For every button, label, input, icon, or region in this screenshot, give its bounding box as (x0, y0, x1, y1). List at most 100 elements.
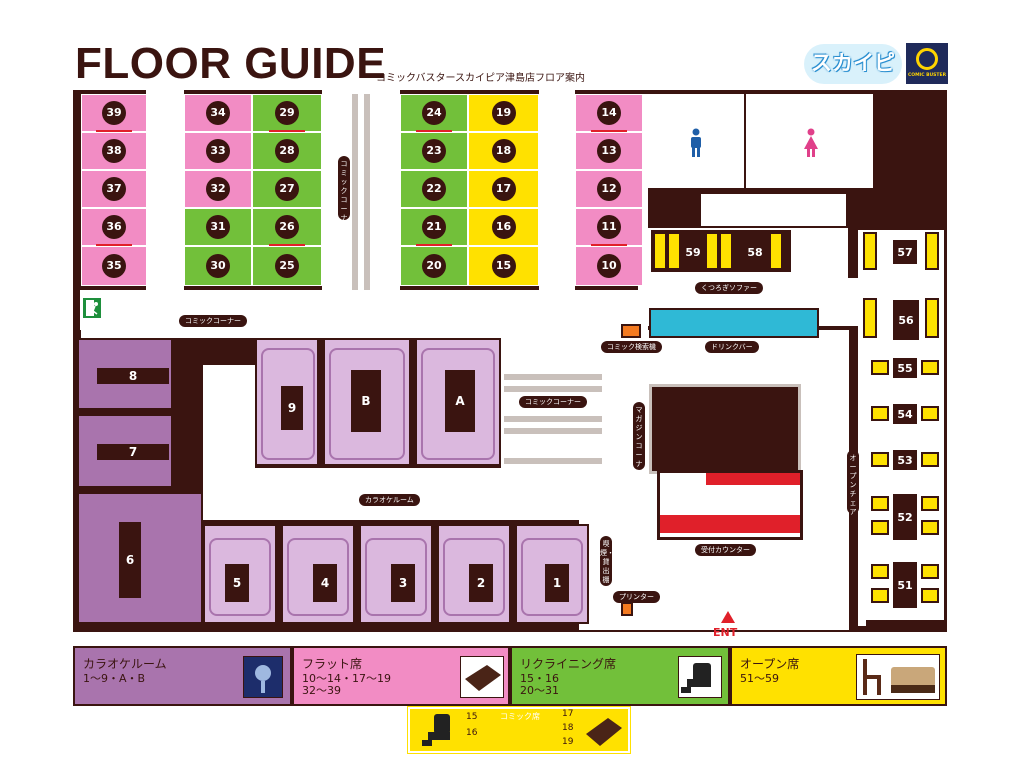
booth-24[interactable]: 24 (400, 94, 468, 133)
open-seat-58[interactable]: 58 (743, 240, 767, 264)
entrance-label: ENT (713, 626, 738, 639)
passage (701, 194, 846, 226)
comic-corner-label-v: コミックコーナー (338, 156, 350, 231)
mens-restroom (648, 94, 744, 188)
booth-28[interactable]: 28 (252, 132, 322, 170)
open-seat-56[interactable]: 56 (893, 300, 919, 340)
page-title: FLOOR GUIDE (75, 39, 387, 88)
booth-26[interactable]: 26 (252, 208, 322, 247)
open-seat-57[interactable]: 57 (893, 240, 917, 264)
karaoke-room-6[interactable]: 6 (77, 492, 203, 624)
entrance-arrow-icon (721, 611, 735, 623)
open-chair-label: オープンチェア (847, 450, 859, 516)
aisle (539, 90, 575, 290)
booth-16[interactable]: 16 (468, 208, 539, 246)
booth-13[interactable]: 13 (575, 132, 643, 170)
comic-buster-logo: COMIC BUSTER (906, 43, 948, 84)
man-icon (691, 128, 701, 157)
karaoke-room-3[interactable]: 3 (359, 524, 433, 624)
booth-10[interactable]: 10 (575, 246, 643, 286)
karaoke-room-4[interactable]: 4 (281, 524, 355, 624)
karaoke-room-a[interactable]: A (415, 338, 501, 466)
aisle (638, 94, 648, 630)
chair-sofa-icon (856, 654, 940, 700)
booth-27[interactable]: 27 (252, 170, 322, 208)
karaoke-room-2[interactable]: 2 (437, 524, 511, 624)
comic-shelf (504, 428, 602, 434)
booth-22[interactable]: 22 (400, 170, 468, 208)
flat-mat-icon (460, 656, 504, 698)
aisle (146, 90, 184, 290)
booth-15[interactable]: 15 (468, 246, 539, 286)
microphone-icon (243, 656, 283, 698)
open-seat-54[interactable]: 54 (893, 404, 917, 424)
recliner-icon (422, 714, 450, 746)
open-seat-52[interactable]: 52 (893, 494, 917, 540)
dragon-icon (916, 48, 938, 70)
booth-11[interactable]: 11 (575, 208, 643, 247)
booth-23[interactable]: 23 (400, 132, 468, 170)
comic-shelf (504, 458, 602, 464)
karaoke-room-9[interactable]: 9 (255, 338, 319, 466)
booth-14[interactable]: 14 (575, 94, 643, 133)
booth-38[interactable]: 38 (81, 132, 147, 170)
emergency-exit-icon (81, 296, 103, 320)
karaoke-room-8[interactable]: 8 (77, 338, 173, 410)
comic-corner-label: コミックコーナー (179, 315, 247, 327)
skypia-logo: スカイピア (804, 44, 902, 113)
comic-shelf (504, 416, 602, 422)
karaoke-room-7[interactable]: 7 (77, 414, 173, 488)
open-seat-59[interactable]: 59 (682, 240, 704, 264)
aisle (322, 90, 400, 290)
printer (621, 602, 633, 616)
booth-12[interactable]: 12 (575, 170, 643, 208)
sofa-label: くつろぎソファー (695, 282, 763, 294)
booth-33[interactable]: 33 (184, 132, 252, 170)
womens-restroom (746, 94, 873, 188)
booth-21[interactable]: 21 (400, 208, 468, 247)
comic-shelf (504, 374, 602, 380)
open-seat-51[interactable]: 51 (893, 562, 917, 608)
booth-29[interactable]: 29 (252, 94, 322, 133)
search-label: コミック検索機 (601, 341, 662, 353)
karaoke-room-5[interactable]: 5 (203, 524, 277, 624)
brand-text: COMIC BUSTER (907, 73, 947, 78)
booth-30[interactable]: 30 (184, 246, 252, 286)
booth-20[interactable]: 20 (400, 246, 468, 286)
booth-32[interactable]: 32 (184, 170, 252, 208)
comic-corner-label-mid: コミックコーナー (519, 396, 587, 408)
reception-counter (657, 470, 803, 540)
karaoke-room-label: カラオケルーム (359, 494, 420, 506)
karaoke-room-b[interactable]: B (323, 338, 411, 466)
drink-bar-label: ドリンクバー (705, 341, 759, 353)
booth-19[interactable]: 19 (468, 94, 539, 132)
printer-label: プリンター (613, 591, 660, 603)
woman-icon (804, 128, 818, 157)
booth-37[interactable]: 37 (81, 170, 147, 208)
booth-31[interactable]: 31 (184, 208, 252, 246)
legend-open: オープン席 51～59 (730, 646, 947, 706)
booth-39[interactable]: 39 (81, 94, 147, 133)
booth-18[interactable]: 18 (468, 132, 539, 170)
page-subtitle: コミックバスタースカイピア津島店フロア案内 (376, 73, 585, 84)
booth-17[interactable]: 17 (468, 170, 539, 208)
booth-35[interactable]: 35 (81, 246, 147, 286)
comic-shelf (504, 386, 602, 392)
open-seat-53[interactable]: 53 (893, 450, 917, 470)
search-kiosk (621, 324, 641, 338)
recliner-icon (678, 656, 722, 698)
flat-mat-icon (586, 718, 622, 746)
open-seat-55[interactable]: 55 (893, 358, 917, 378)
magazine-corner (649, 384, 801, 474)
magazine-label: マガジンコーナー (633, 402, 645, 477)
karaoke-room-1[interactable]: 1 (515, 524, 589, 624)
aisle (203, 365, 255, 475)
comic-shelf (352, 94, 358, 290)
booth-25[interactable]: 25 (252, 246, 322, 286)
legend-karaoke: カラオケルーム 1～9・A・B (73, 646, 292, 706)
booth-34[interactable]: 34 (184, 94, 252, 132)
smoking-label: 喫煙・貸出棚 (600, 536, 614, 586)
booth-36[interactable]: 36 (81, 208, 147, 247)
